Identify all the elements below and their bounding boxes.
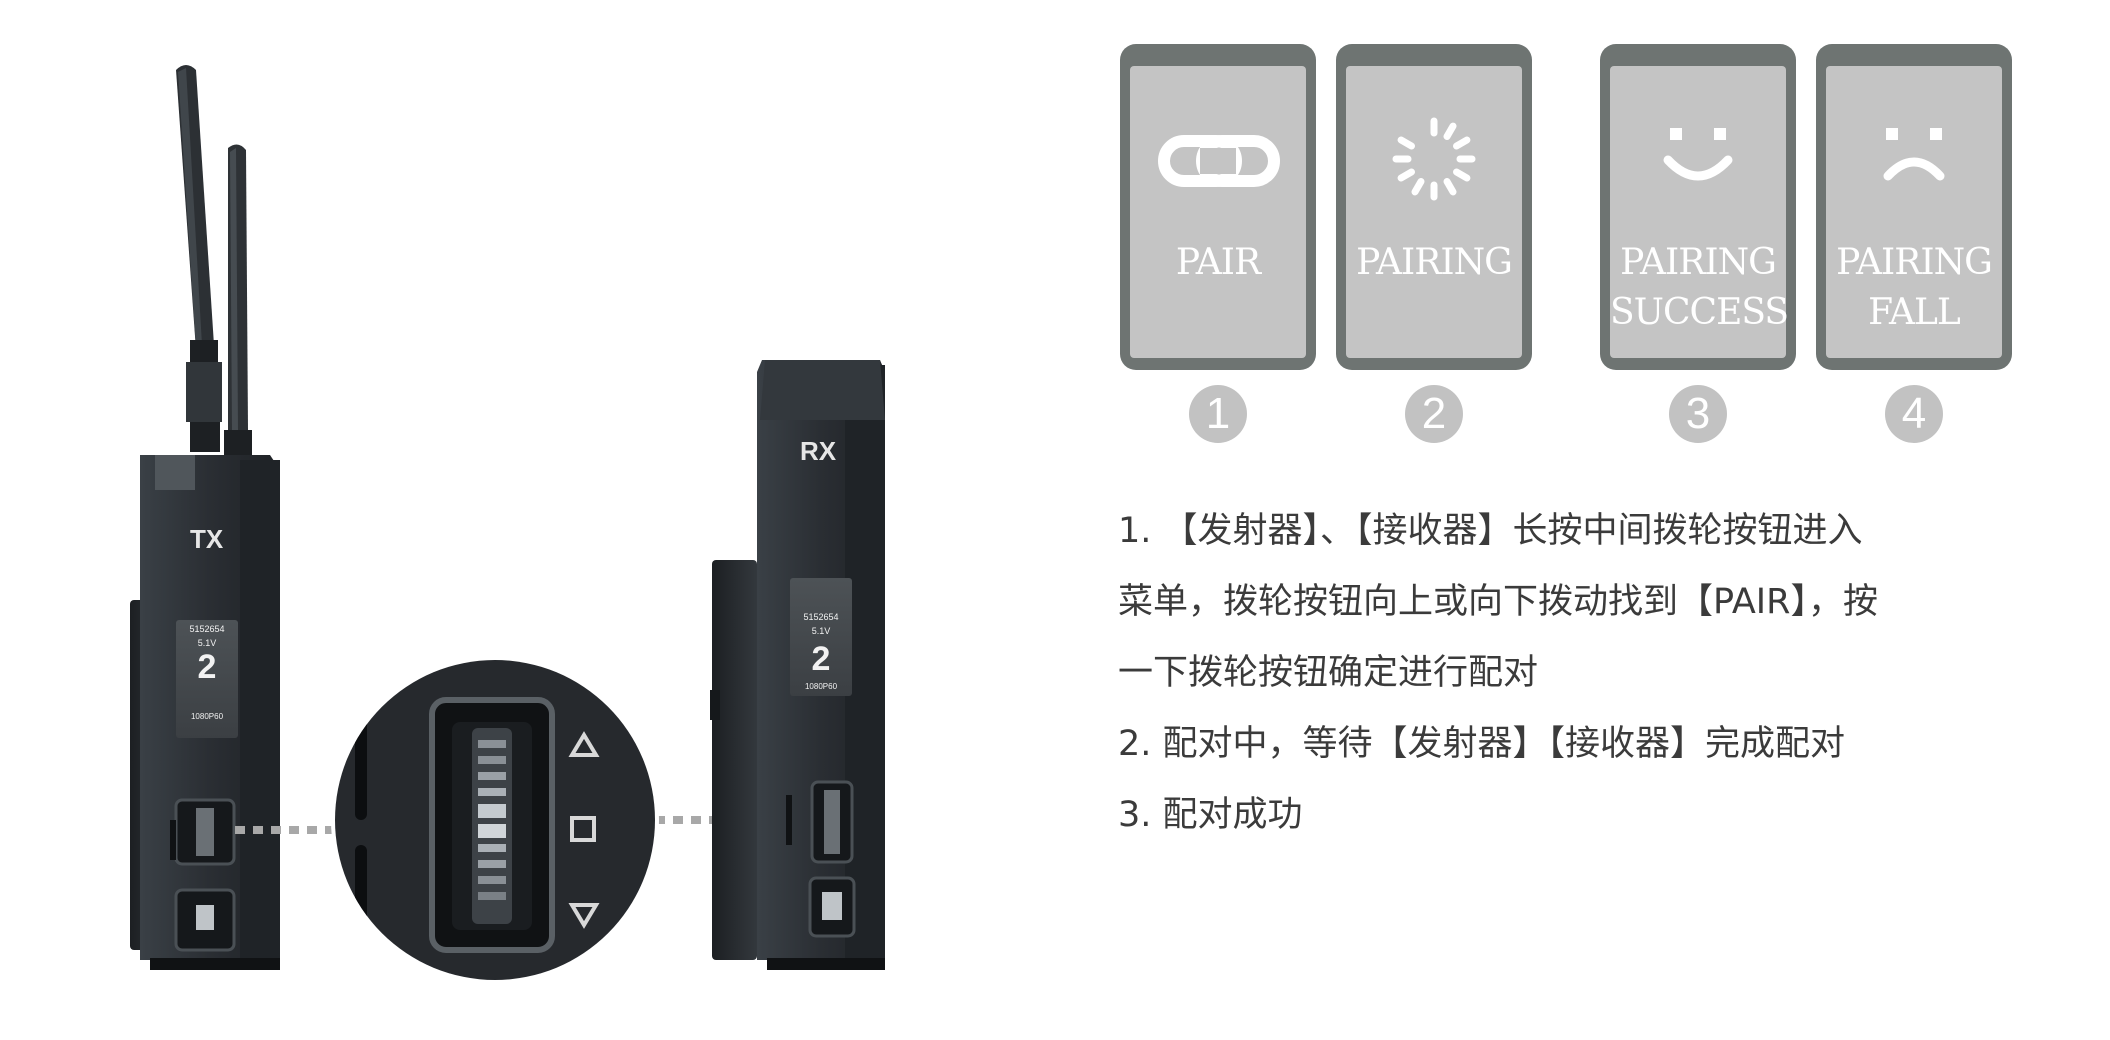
- instruction-line: 一下拨轮按钮确定进行配对: [1118, 653, 1539, 693]
- devices-illustration: TX 5152654 5.1V 2 1080P60 RX 5152654 5.1…: [130, 65, 885, 984]
- instructions-text: 1. 【发射器】、【接收器】长按中间拨轮按钮进入 菜单，拨轮按钮向上或向下拨动找…: [1118, 496, 2018, 851]
- step-number: 4: [1885, 385, 1943, 443]
- card-pairing-fall: PAIRING FALL: [1816, 44, 2012, 370]
- card-label: PAIRING: [1356, 242, 1513, 283]
- rx-screen-line2: 5.1V: [811, 626, 831, 636]
- instruction-line: 3. 配对成功: [1118, 795, 1303, 835]
- card-face: PAIRING SUCCESS: [1610, 66, 1789, 358]
- step-number: 2: [1405, 385, 1463, 443]
- step-number: 3: [1669, 385, 1727, 443]
- card-face: PAIR: [1130, 66, 1306, 358]
- tx-channel: 2: [197, 648, 217, 686]
- step-number: 1: [1189, 385, 1247, 443]
- scroll-wheel-icon: [472, 728, 512, 924]
- card-label: PAIR: [1175, 242, 1261, 283]
- instruction-line: 2. 配对中，等待【发射器】【接收器】完成配对: [1118, 724, 1846, 764]
- antenna-icon: [176, 65, 252, 460]
- square-icon: [570, 816, 596, 842]
- tx-screen-line1: 5152654: [189, 624, 225, 634]
- instruction-line: 菜单，拨轮按钮向上或向下拨动找到【PAIR】，按: [1118, 582, 1878, 622]
- sad-face-icon: [1883, 128, 1945, 181]
- link-icon: [1158, 135, 1280, 187]
- triangle-up-icon: [568, 731, 600, 757]
- smile-face-icon: [1663, 128, 1733, 181]
- card-label: PAIRING FALL: [1836, 242, 1993, 333]
- rx-screen-line1: 5152654: [803, 612, 839, 622]
- card-face: PAIRING: [1346, 66, 1522, 358]
- tx-label: TX: [190, 524, 224, 554]
- rx-channel: 2: [811, 640, 831, 678]
- card-pairing: PAIRING: [1336, 44, 1532, 370]
- card-pair: PAIR: [1120, 44, 1316, 370]
- rx-resolution: 1080P60: [804, 682, 838, 691]
- instruction-line: 1. 【发射器】、【接收器】长按中间拨轮按钮进入: [1118, 511, 1863, 551]
- tx-resolution: 1080P60: [190, 712, 224, 721]
- devices-drawing: [130, 65, 885, 984]
- receiver-device: [710, 360, 885, 970]
- card-face: PAIRING FALL: [1826, 66, 2002, 358]
- triangle-down-icon: [568, 903, 600, 929]
- tx-screen-line2: 5.1V: [197, 638, 217, 648]
- rx-label: RX: [800, 436, 837, 466]
- spinner-icon: [1392, 117, 1476, 201]
- zoom-magnifier: [331, 656, 659, 984]
- card-label: PAIRING SUCCESS: [1610, 242, 1789, 333]
- card-pairing-success: PAIRING SUCCESS: [1600, 44, 1796, 370]
